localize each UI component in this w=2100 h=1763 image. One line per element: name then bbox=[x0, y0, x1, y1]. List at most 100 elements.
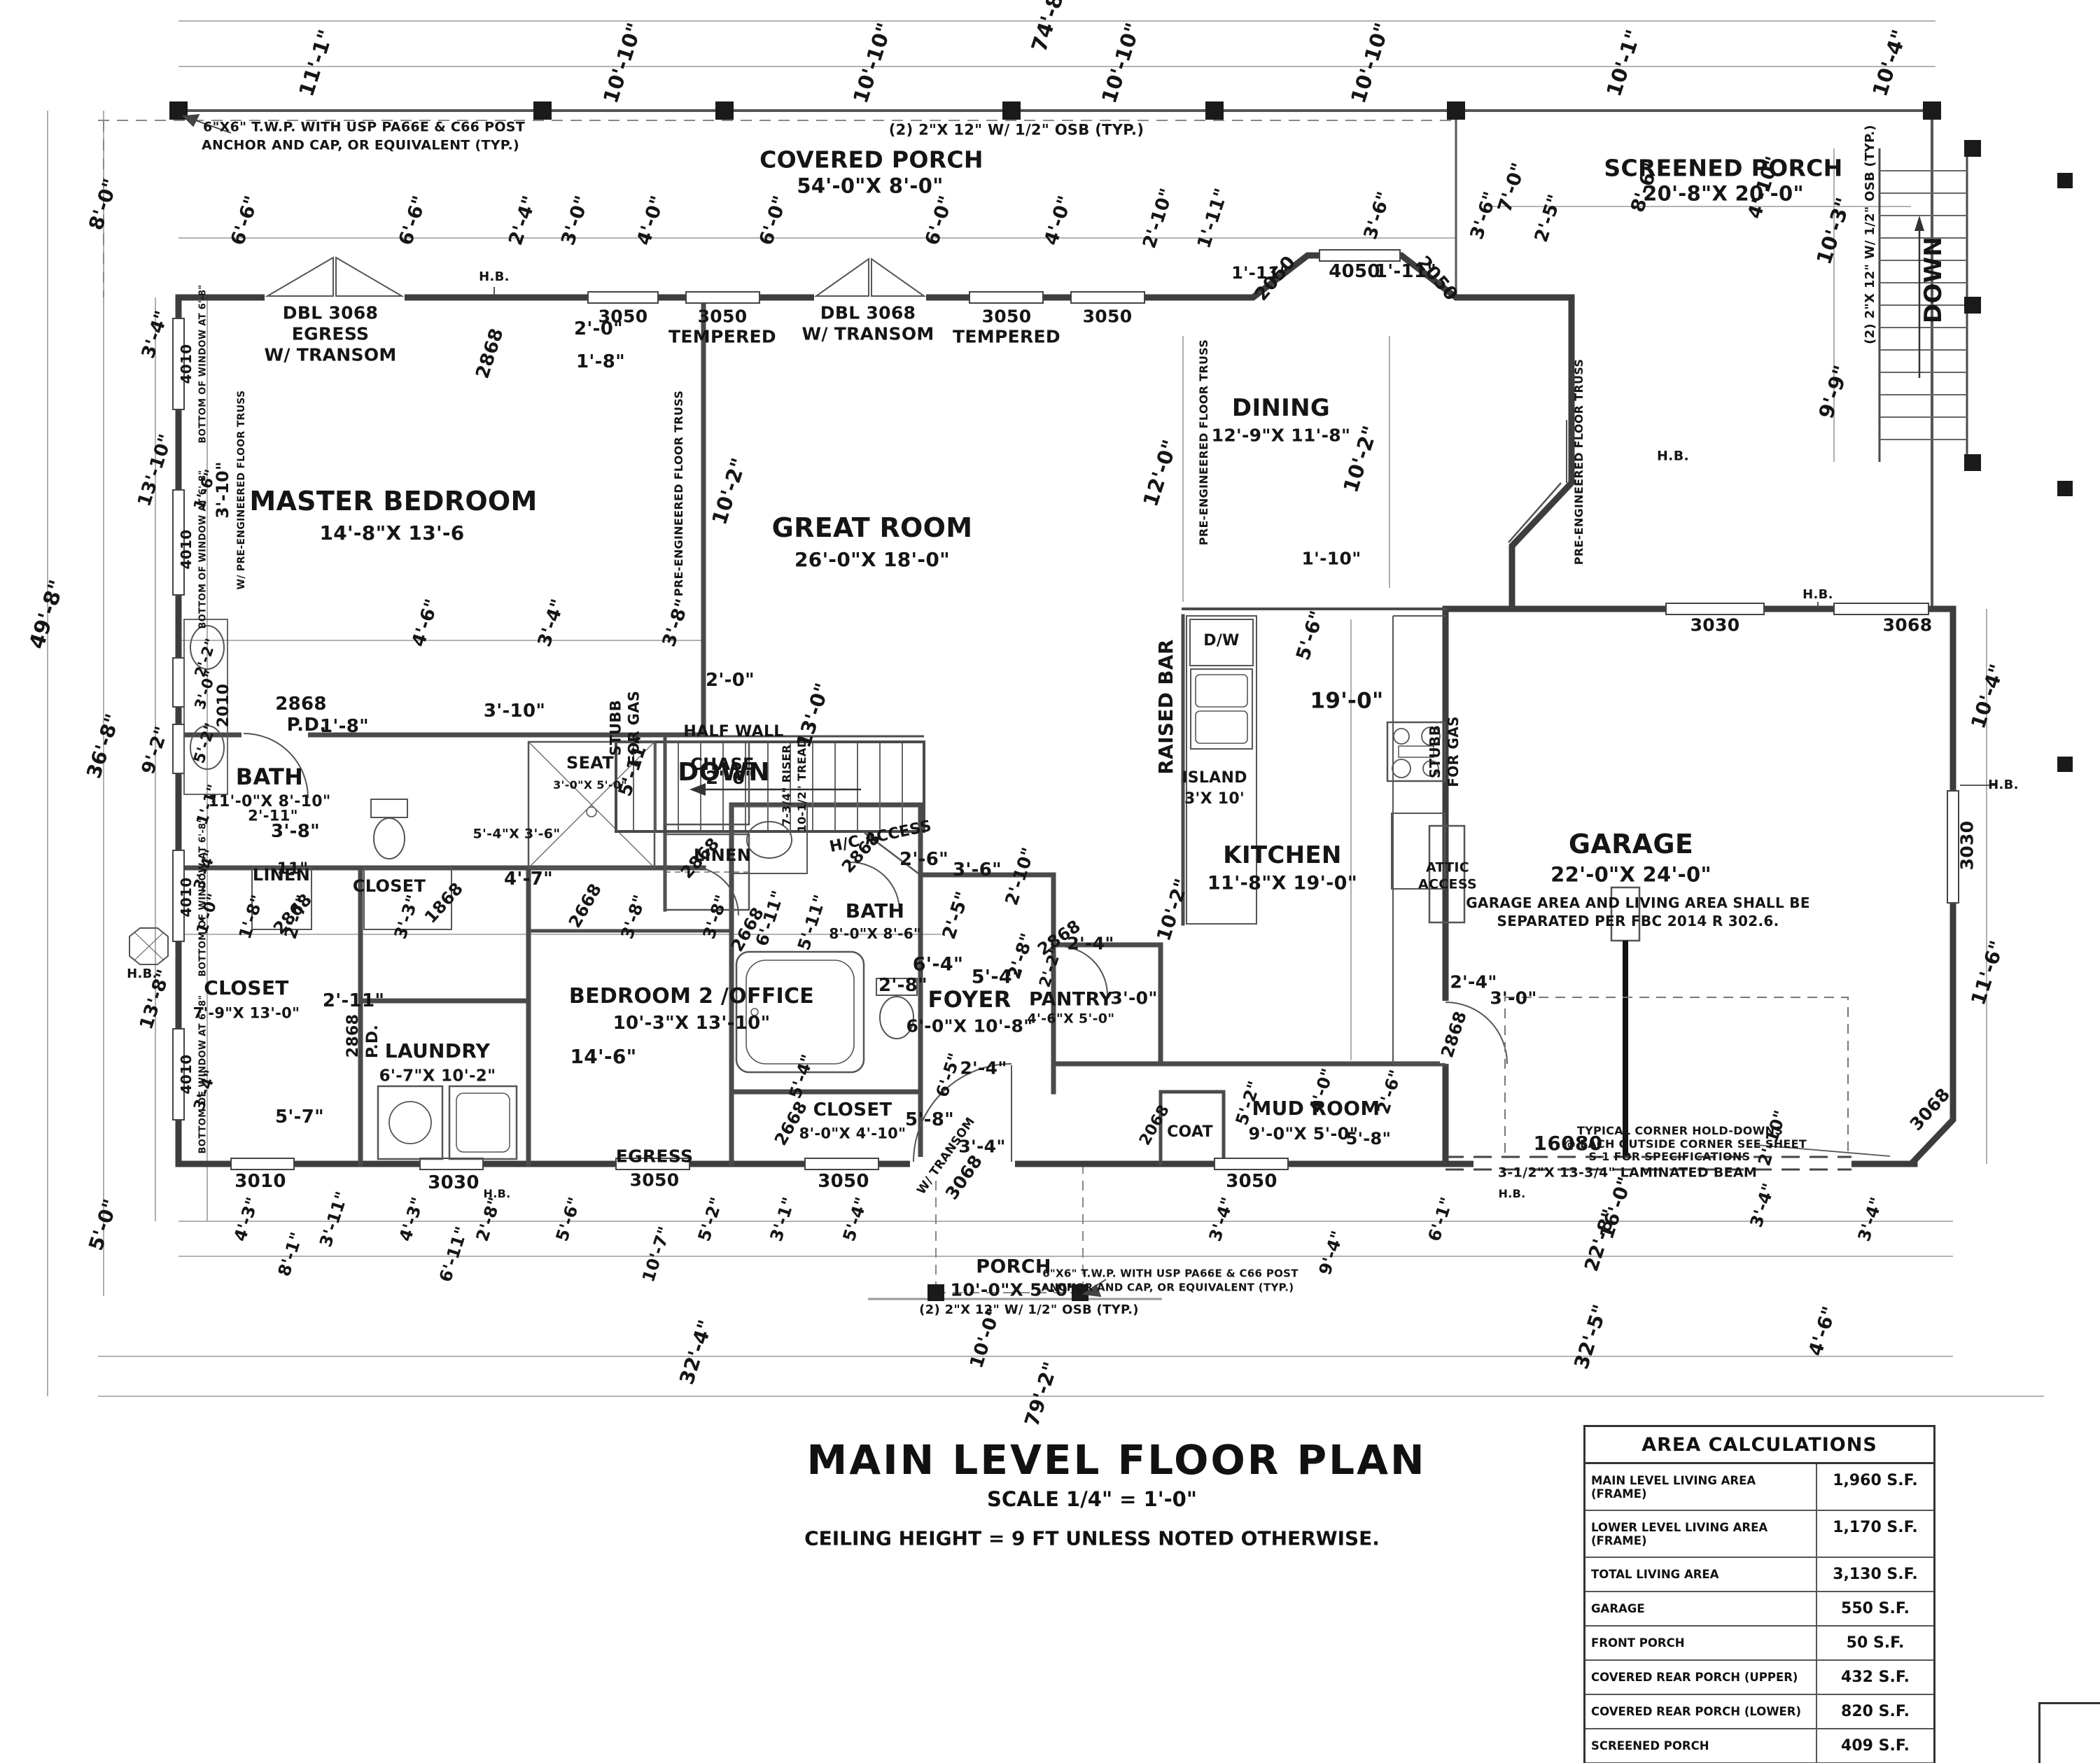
room-label-attic-access-1: ATTIC bbox=[1425, 859, 1470, 876]
room-label-coat: COAT bbox=[1167, 1123, 1213, 1141]
hose-bib-label: H.B. bbox=[483, 1187, 511, 1200]
window-label: 3030 bbox=[1690, 614, 1740, 635]
fixture-size-seat: 3'-0"X 5'-0" bbox=[553, 778, 627, 792]
area-row-label: LOWER LEVEL LIVING AREA (FRAME) bbox=[1586, 1511, 1817, 1557]
room-size-master-bedroom: 14'-8"X 13'-6 bbox=[319, 521, 465, 545]
room-label-laundry: LAUNDRY bbox=[384, 1039, 491, 1062]
door-label: DBL 3068 bbox=[282, 302, 379, 323]
dim: 5'-8" bbox=[905, 1109, 954, 1130]
note-stubb-gas-1: STUBB bbox=[607, 699, 624, 757]
dishwasher-icon bbox=[1189, 619, 1254, 666]
window-label: 3068 bbox=[1882, 614, 1933, 635]
fixture-label-raised-bar: RAISED BAR bbox=[1154, 639, 1177, 775]
room-label-closet-hall: CLOSET bbox=[813, 1100, 892, 1121]
door-label: 2868 bbox=[344, 1013, 362, 1058]
dim: 6'-4" bbox=[912, 953, 964, 976]
dim: 2'-0" bbox=[574, 318, 623, 339]
note-stair-tread: 10-1/2" TREAD bbox=[795, 738, 808, 833]
window-label: 3050 bbox=[598, 306, 648, 327]
dim: 3'-10" bbox=[483, 701, 546, 722]
toilet-icon bbox=[370, 799, 408, 818]
note-osb-bottom: (2) 2"X 12" W/ 1/2" OSB (TYP.) bbox=[919, 1302, 1139, 1317]
kitchen-sink-icon bbox=[1190, 668, 1253, 750]
window-label: 4010 bbox=[178, 529, 195, 570]
room-size-bedroom2: 10'-3"X 13'-10" bbox=[612, 1013, 771, 1034]
walls-group bbox=[175, 252, 1956, 1167]
dimension-lines-group bbox=[47, 20, 2044, 1397]
room-size-garage: 22'-0"X 24'-0" bbox=[1550, 862, 1712, 887]
room-label-closet-master: CLOSET bbox=[204, 976, 289, 999]
dryer-icon bbox=[448, 1085, 518, 1160]
area-row-label: MAIN LEVEL LIVING AREA (FRAME) bbox=[1586, 1464, 1817, 1510]
note-holddown-3: S-1 FOR SPECIFICATIONS bbox=[1588, 1150, 1751, 1163]
dim: 3'-0" bbox=[1110, 988, 1158, 1009]
stair-down-label: DOWN bbox=[678, 758, 770, 787]
room-size-porch: 10'-0"X 5'-0" bbox=[950, 1279, 1077, 1300]
room-label-chase: CHASE bbox=[690, 754, 755, 774]
area-row-value: 409 S.F. bbox=[1841, 1737, 1910, 1755]
window-label: TEMPERED bbox=[668, 326, 776, 347]
note-floor-truss: PRE-ENGINEERED FLOOR TRUSS bbox=[1197, 339, 1210, 546]
ceiling-height-note: CEILING HEIGHT = 9 FT UNLESS NOTED OTHER… bbox=[804, 1526, 1380, 1550]
sheet-title: MAIN LEVEL FLOOR PLAN bbox=[806, 1436, 1427, 1484]
window-label: 2010 bbox=[215, 683, 232, 728]
toilet-icon bbox=[876, 978, 918, 996]
hose-bib-label: H.B. bbox=[1988, 778, 2019, 792]
room-label-linen-1: LINEN bbox=[693, 845, 752, 865]
window-label: 4010 bbox=[178, 1054, 195, 1095]
note-post-anchor-bottom-1: 6"X6" T.W.P. WITH USP PA66E & C66 POST bbox=[1042, 1267, 1298, 1280]
windows-group bbox=[172, 249, 1959, 1170]
note-garage-separation-1: GARAGE AREA AND LIVING AREA SHALL BE bbox=[1466, 894, 1810, 911]
fixture-size-island: 3'X 10' bbox=[1184, 790, 1245, 808]
room-label-linen-2: LINEN bbox=[252, 865, 311, 885]
hose-bib-label: H.B. bbox=[127, 967, 158, 981]
area-table-row: SCREENED PORCH 409 S.F. bbox=[1586, 1729, 1933, 1763]
dim: 2'-4" bbox=[1450, 971, 1497, 992]
room-label-mud-room: MUD ROOM bbox=[1252, 1097, 1380, 1120]
room-size-foyer: 6'-0"X 10'-8" bbox=[906, 1016, 1033, 1037]
dim: 5'-4" bbox=[971, 966, 1023, 988]
room-size-closet-hall: 8'-0"X 4'-10" bbox=[799, 1125, 906, 1142]
stove-icon bbox=[1386, 721, 1446, 782]
room-label-kitchen: KITCHEN bbox=[1223, 841, 1342, 869]
window-label: 3050 bbox=[1226, 1171, 1278, 1192]
area-row-label: FRONT PORCH bbox=[1586, 1627, 1817, 1659]
room-label-bath2: BATH bbox=[845, 899, 905, 922]
area-table-row: MAIN LEVEL LIVING AREA (FRAME)1,960 S.F. bbox=[1586, 1464, 1933, 1511]
fixtures-group bbox=[129, 615, 1446, 1160]
window-label: 3030 bbox=[1956, 820, 1977, 871]
room-label-great-room: GREAT ROOM bbox=[771, 512, 973, 543]
area-calculations-table: AREA CALCULATIONS MAIN LEVEL LIVING AREA… bbox=[1583, 1425, 1935, 1763]
dim: 3'-10" bbox=[213, 461, 232, 519]
dim: 5'-8" bbox=[1345, 1129, 1392, 1149]
area-row-label: SCREENED PORCH bbox=[1586, 1729, 1817, 1762]
window-label: 4010 bbox=[178, 877, 195, 918]
window-label: 3050 bbox=[1082, 306, 1133, 327]
room-label-bedroom2: BEDROOM 2 /OFFICE bbox=[568, 984, 815, 1009]
room-label-master-bedroom: MASTER BEDROOM bbox=[249, 486, 538, 517]
fixture-label-island: ISLAND bbox=[1182, 769, 1247, 787]
area-row-value: 820 S.F. bbox=[1841, 1703, 1910, 1720]
shower-icon bbox=[527, 740, 656, 869]
room-size-dining: 12'-9"X 11'-8" bbox=[1211, 425, 1351, 446]
area-row-value: 432 S.F. bbox=[1841, 1669, 1910, 1686]
note-half-wall: HALF WALL bbox=[683, 723, 784, 740]
area-row-label: TOTAL LIVING AREA bbox=[1586, 1558, 1817, 1591]
area-table-row: COVERED REAR PORCH (UPPER)432 S.F. bbox=[1586, 1661, 1933, 1695]
door-label: W/ TRANSOM bbox=[802, 323, 934, 344]
window-sill-note: BOTTOM OF WINDOW AT 6'-8" bbox=[197, 470, 209, 629]
room-size-laundry: 6'-7"X 10'-2" bbox=[379, 1067, 496, 1086]
room-label-dining: DINING bbox=[1231, 394, 1331, 422]
area-row-value: 550 S.F. bbox=[1841, 1600, 1910, 1617]
dim: 2'-11" bbox=[322, 990, 385, 1011]
area-table-row: LOWER LEVEL LIVING AREA (FRAME)1,170 S.F… bbox=[1586, 1511, 1933, 1558]
window-label: 3050 bbox=[629, 1170, 680, 1190]
hose-bib-label: H.B. bbox=[1498, 1187, 1526, 1200]
dim: 2'-4" bbox=[1067, 933, 1114, 954]
dim: 1'-11" bbox=[1374, 261, 1437, 282]
note-osb-top: (2) 2"X 12" W/ 1/2" OSB (TYP.) bbox=[888, 121, 1144, 139]
